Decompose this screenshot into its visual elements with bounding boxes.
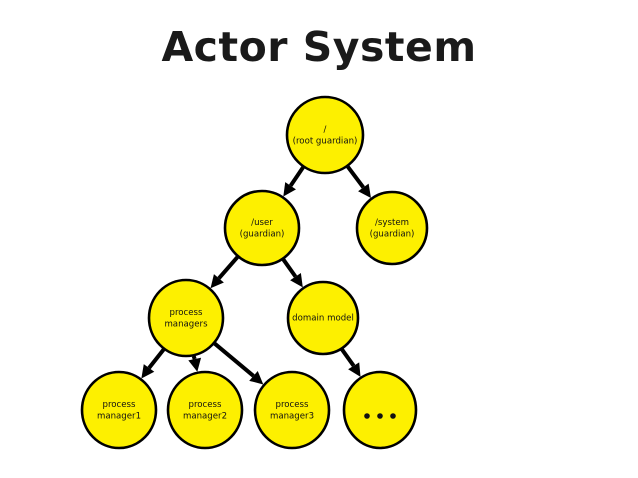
edge-line xyxy=(346,165,365,189)
node-system[interactable]: /system(guardian) xyxy=(355,190,429,266)
nodes-layer: /(root guardian)/user(guardian)/system(g… xyxy=(80,95,429,450)
ellipsis-dot xyxy=(364,413,370,419)
node-label-line: managers xyxy=(164,319,208,329)
edge-line xyxy=(281,258,298,278)
edge-root-to-user xyxy=(283,166,305,197)
node-label-line: process xyxy=(275,400,309,410)
node-label-line: /user xyxy=(251,218,273,228)
arrowhead-icon xyxy=(348,362,361,377)
node-shape xyxy=(147,278,225,358)
arrowhead-icon xyxy=(283,182,296,197)
node-shape xyxy=(253,370,331,450)
page-title: Actor System xyxy=(161,23,477,71)
node-label-line: (root guardian) xyxy=(293,136,358,146)
node-root[interactable]: /(root guardian) xyxy=(285,95,365,175)
edge-line xyxy=(191,355,197,360)
node-shape xyxy=(80,370,158,450)
node-shape xyxy=(286,280,360,356)
edge-process-managers-to-process-manager1 xyxy=(141,348,166,379)
node-label-line: process xyxy=(188,400,222,410)
arrowhead-icon xyxy=(290,272,303,288)
node-shape xyxy=(166,370,244,450)
arrowhead-icon xyxy=(249,371,264,385)
edges-layer xyxy=(141,165,371,385)
ellipsis-dot xyxy=(390,413,396,419)
node-label-line: manager2 xyxy=(183,411,227,421)
node-label-line: process xyxy=(102,400,136,410)
node-label-line: domain model xyxy=(292,314,354,324)
edge-line xyxy=(147,348,166,370)
arrowhead-icon xyxy=(210,274,224,289)
node-user[interactable]: /user(guardian) xyxy=(223,189,301,267)
edge-user-to-process-managers xyxy=(210,255,239,289)
arrowhead-icon xyxy=(358,183,371,198)
edge-root-to-system xyxy=(346,165,371,198)
arrowhead-icon xyxy=(188,357,202,372)
edge-line xyxy=(288,166,305,187)
node-domain-model[interactable]: domain model xyxy=(286,280,360,356)
node-label-line: (guardian) xyxy=(370,229,415,239)
node-label-line: / xyxy=(324,125,327,135)
node-shape xyxy=(285,95,365,175)
edge-line xyxy=(213,342,255,378)
edge-process-managers-to-process-manager3 xyxy=(213,342,264,385)
node-label-line: (guardian) xyxy=(240,229,285,239)
node-label-line: manager3 xyxy=(270,411,314,421)
arrowhead-icon xyxy=(141,364,155,379)
edge-user-to-domain-model xyxy=(281,258,303,288)
edge-domain-model-to-more-actors xyxy=(340,348,361,377)
node-label-line: process xyxy=(169,308,203,318)
node-shape xyxy=(342,370,418,450)
node-more-actors[interactable] xyxy=(342,370,418,450)
node-label-line: manager1 xyxy=(97,411,141,421)
node-shape xyxy=(223,189,301,267)
edge-line xyxy=(217,255,239,280)
ellipsis-dot xyxy=(377,413,383,419)
node-shape xyxy=(355,190,429,266)
edge-process-managers-to-process-manager2 xyxy=(188,355,202,372)
node-label-line: /system xyxy=(375,218,409,228)
edge-line xyxy=(340,348,356,367)
